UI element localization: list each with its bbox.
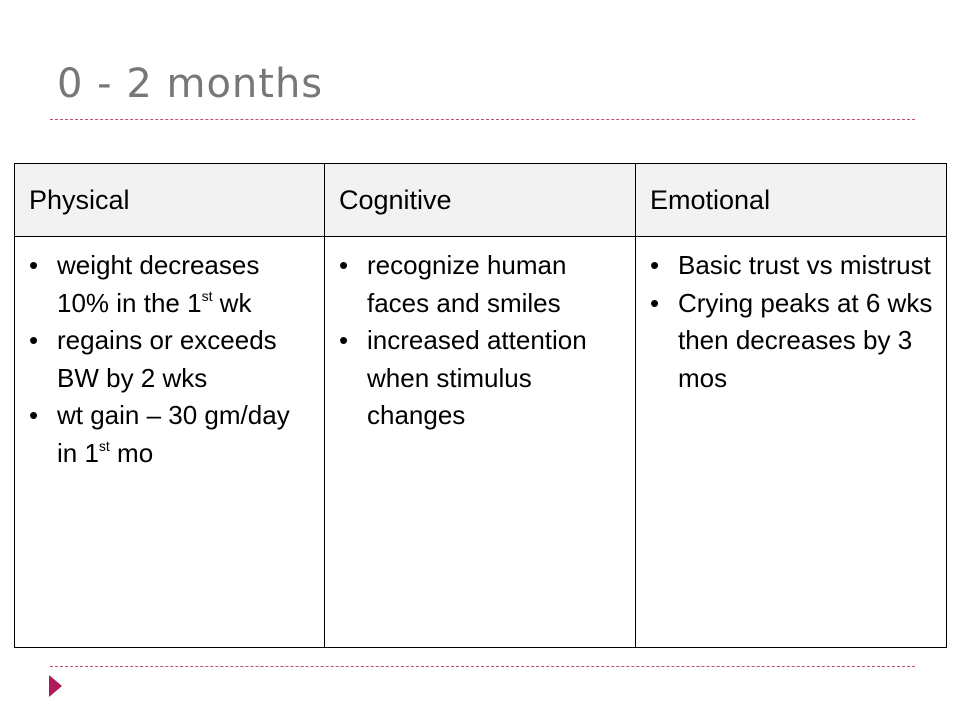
- cognitive-cell: recognize human faces and smiles increas…: [324, 236, 636, 648]
- title-divider: [50, 119, 915, 120]
- physical-item: weight decreases 10% in the 1st wk: [29, 247, 316, 322]
- slide-title: 0 - 2 months: [57, 61, 324, 107]
- emotional-item: Crying peaks at 6 wks then decreases by …: [650, 285, 938, 398]
- emotional-item: Basic trust vs mistrust: [650, 247, 938, 285]
- header-row: Physical Cognitive Emotional: [14, 163, 947, 237]
- header-emotional: Emotional: [635, 163, 947, 237]
- footer-divider: [50, 666, 915, 667]
- physical-list: weight decreases 10% in the 1st wk regai…: [15, 237, 324, 472]
- emotional-list: Basic trust vs mistrust Crying peaks at …: [636, 237, 946, 397]
- header-physical: Physical: [14, 163, 325, 237]
- physical-item: regains or exceeds BW by 2 wks: [29, 322, 316, 397]
- physical-item: wt gain – 30 gm/day in 1st mo: [29, 397, 316, 472]
- header-cognitive: Cognitive: [324, 163, 636, 237]
- cognitive-item: increased attention when stimulus change…: [339, 322, 627, 435]
- cognitive-item: recognize human faces and smiles: [339, 247, 627, 322]
- cognitive-list: recognize human faces and smiles increas…: [325, 237, 635, 435]
- triangle-right-icon: [49, 675, 62, 697]
- physical-cell: weight decreases 10% in the 1st wk regai…: [14, 236, 325, 648]
- development-table: Physical Cognitive Emotional weight decr…: [14, 163, 947, 648]
- content-row: weight decreases 10% in the 1st wk regai…: [14, 236, 947, 648]
- emotional-cell: Basic trust vs mistrust Crying peaks at …: [635, 236, 947, 648]
